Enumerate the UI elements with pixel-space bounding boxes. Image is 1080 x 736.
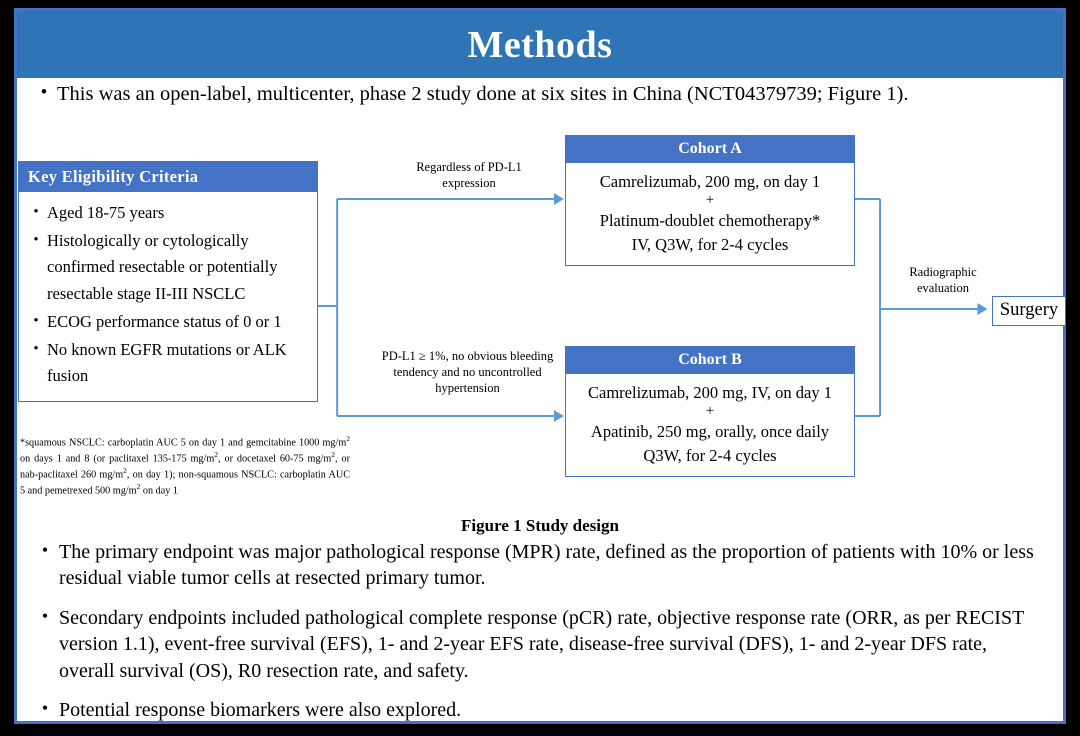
- cohort-b-header: Cohort B: [566, 347, 854, 374]
- endpoint-bullet-list: • The primary endpoint was major patholo…: [31, 539, 1047, 736]
- figure-caption: Figure 1 Study design: [461, 516, 619, 535]
- page-title: Methods: [467, 23, 613, 66]
- list-item: • Secondary endpoints included pathologi…: [31, 605, 1047, 684]
- list-item: • Potential response biomarkers were als…: [31, 697, 1047, 723]
- eligibility-criteria-box: Key Eligibility Criteria • Aged 18-75 ye…: [18, 161, 318, 403]
- connector-label-cohort-b: PD-L1 ≥ 1%, no obvious bleeding tendency…: [381, 349, 554, 395]
- eligibility-item-text: Histologically or cytologically confirme…: [47, 230, 278, 304]
- slide: Methods • This was an open-label, multic…: [14, 8, 1066, 724]
- bullet-glyph: •: [41, 697, 49, 718]
- list-item: • Histologically or cytologically confir…: [25, 228, 311, 308]
- slide-title-bar: Methods: [17, 11, 1063, 78]
- cohort-b-plus: +: [705, 403, 715, 420]
- eligibility-item-text: ECOG performance status of 0 or 1: [47, 311, 282, 331]
- cohort-a-box: Cohort A Camrelizumab, 200 mg, on day 1 …: [565, 135, 855, 267]
- cohort-a-body: Camrelizumab, 200 mg, on day 1 + Platinu…: [566, 163, 854, 265]
- body-bullet-text: The primary endpoint was major pathologi…: [59, 541, 1034, 590]
- bullet-glyph: •: [33, 231, 39, 248]
- lead-bullet-text: This was an open-label, multicenter, pha…: [57, 83, 909, 105]
- cohort-a-line-3: IV, Q3W, for 2-4 cycles: [631, 234, 789, 254]
- eligibility-item-text: No known EGFR mutations or ALK fusion: [47, 339, 287, 386]
- connector-label-cohort-a: Regardless of PD-L1 expression: [416, 160, 522, 190]
- body-bullet-text: Secondary endpoints included pathologica…: [59, 606, 1024, 682]
- study-design-figure: Key Eligibility Criteria • Aged 18-75 ye…: [17, 121, 1066, 516]
- eligibility-item-text: Aged 18-75 years: [47, 203, 165, 222]
- cohort-b-line-1: Camrelizumab, 200 mg, IV, on day 1: [588, 383, 832, 402]
- bullet-glyph: •: [41, 540, 49, 560]
- chemotherapy-footnote: *squamous NSCLC: carboplatin AUC 5 on da…: [20, 434, 350, 497]
- bullet-glyph: •: [40, 82, 48, 103]
- bullet-glyph: •: [33, 340, 39, 357]
- cohort-b-box: Cohort B Camrelizumab, 200 mg, IV, on da…: [565, 346, 855, 478]
- bullet-glyph: •: [33, 312, 39, 329]
- list-item: • The primary endpoint was major patholo…: [31, 539, 1047, 592]
- cohort-b-line-3: Q3W, for 2-4 cycles: [643, 445, 777, 465]
- cohort-a-header: Cohort A: [566, 136, 854, 163]
- eligibility-list: • Aged 18-75 years • Histologically or c…: [19, 192, 317, 401]
- cohort-b-body: Camrelizumab, 200 mg, IV, on day 1 + Apa…: [566, 374, 854, 476]
- cohort-a-plus: +: [705, 192, 715, 209]
- list-item: • Aged 18-75 years: [25, 200, 311, 227]
- list-item: • No known EGFR mutations or ALK fusion: [25, 337, 311, 390]
- flow-connectors: [316, 193, 988, 422]
- cohort-a-line-2: Platinum-doublet chemotherapy*: [599, 211, 821, 231]
- cohort-a-line-1: Camrelizumab, 200 mg, on day 1: [599, 172, 821, 191]
- connector-label-radiographic-evaluation: Radiographic evaluation: [909, 265, 977, 295]
- list-item: • ECOG performance status of 0 or 1: [25, 309, 311, 336]
- body-bullet-text: Potential response biomarkers were also …: [59, 698, 462, 721]
- surgery-box: Surgery: [992, 296, 1066, 326]
- cohort-b-line-2: Apatinib, 250 mg, orally, once daily: [590, 422, 830, 442]
- eligibility-header: Key Eligibility Criteria: [19, 162, 317, 192]
- lead-bullet: • This was an open-label, multicenter, p…: [31, 81, 1046, 108]
- bullet-glyph: •: [41, 605, 49, 626]
- bullet-glyph: •: [33, 204, 39, 220]
